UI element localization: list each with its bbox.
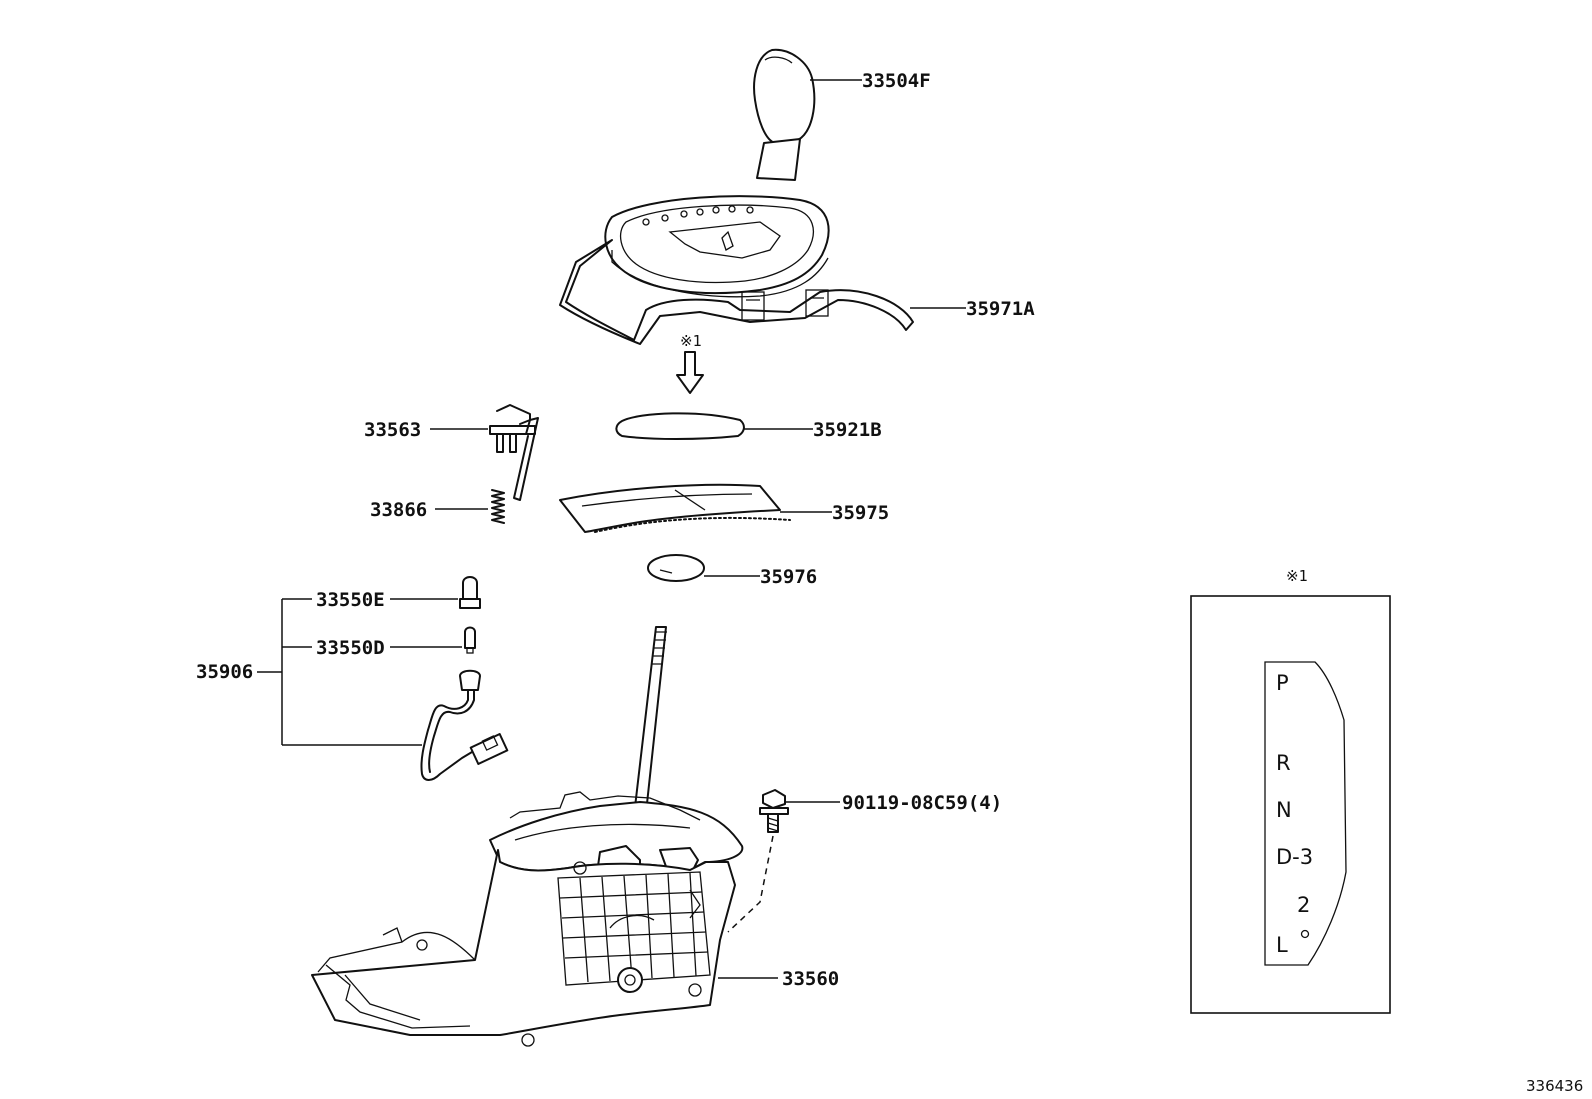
cover-disc[interactable] <box>647 554 705 582</box>
label-33504F: 33504F <box>862 70 931 92</box>
position-L: L <box>1276 933 1288 957</box>
indicator-plate[interactable] <box>615 412 745 440</box>
detail-title: ※1 <box>1286 567 1308 585</box>
label-35971A: 35971A <box>966 298 1035 320</box>
label-33550E: 33550E <box>316 589 385 611</box>
shift-pattern-outline <box>1264 661 1347 966</box>
position-R: R <box>1276 751 1291 775</box>
label-35975: 35975 <box>832 502 889 524</box>
harness-bracket <box>257 598 422 746</box>
bulb-socket-harness[interactable] <box>420 669 509 781</box>
shift-bezel[interactable] <box>559 195 914 345</box>
detail-frame <box>1190 595 1391 1014</box>
position-N: N <box>1276 798 1292 822</box>
label-35976: 35976 <box>760 566 817 588</box>
label-33560: 33560 <box>782 968 839 990</box>
bolt[interactable] <box>759 789 789 833</box>
view-arrow-icon <box>676 351 704 394</box>
position-2: 2 <box>1297 893 1310 917</box>
bulb-33550D[interactable] <box>464 626 476 654</box>
position-P: P <box>1276 671 1289 695</box>
slide-plate[interactable] <box>559 483 791 533</box>
figure-number: 336436 <box>1526 1077 1583 1095</box>
bolt-path-guide <box>727 835 774 933</box>
position-D-3: D-3 <box>1276 845 1313 869</box>
label-33866: 33866 <box>370 499 427 521</box>
bulb-33550E[interactable] <box>459 576 481 609</box>
spring[interactable] <box>491 489 505 524</box>
label-33550D: 33550D <box>316 637 385 659</box>
label-35921B: 35921B <box>813 419 882 441</box>
label-33563: 33563 <box>364 419 421 441</box>
position-dot-icon <box>1300 929 1310 939</box>
label-90119-08C59: 90119-08C59(4) <box>842 792 1002 814</box>
shift-knob[interactable] <box>753 48 816 181</box>
note-mark-arrow: ※1 <box>680 332 702 350</box>
lever-pin[interactable] <box>489 404 539 501</box>
label-35906: 35906 <box>196 661 253 683</box>
shift-lever-assembly[interactable] <box>311 626 744 1047</box>
